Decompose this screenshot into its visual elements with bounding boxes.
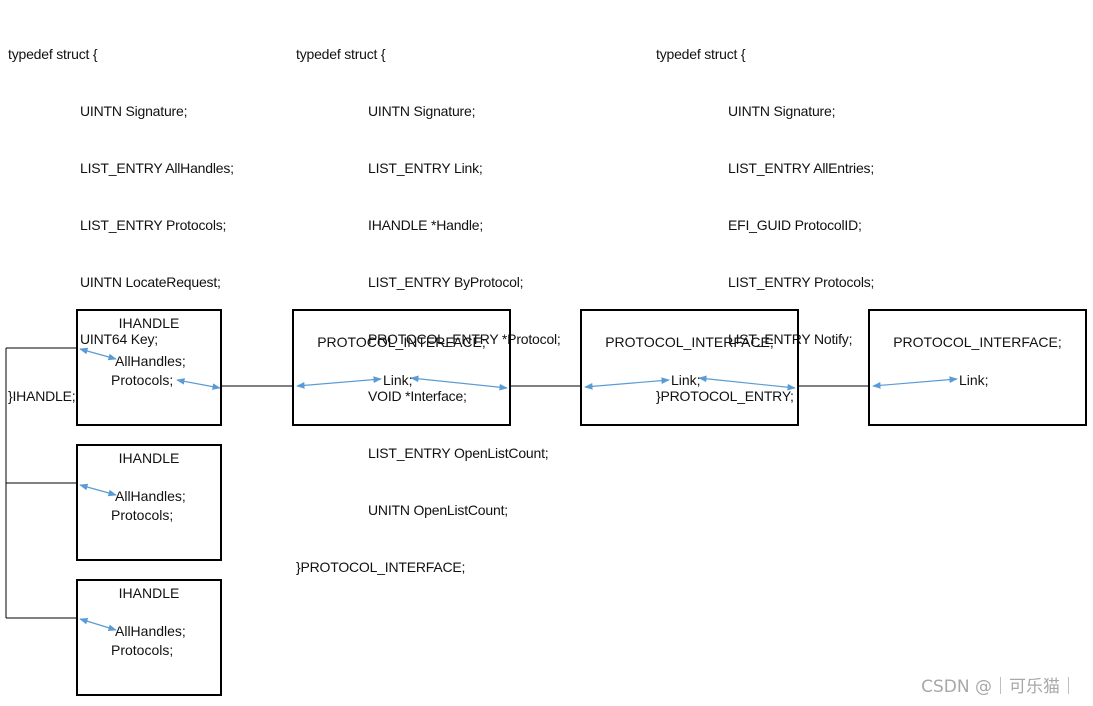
ihandle-box: IHANDLE AllHandles; Protocols; xyxy=(76,579,222,696)
struct-field: LIST_ENTRY AllEntries; xyxy=(728,160,875,176)
box-title: PROTOCOL_INTERFACE; xyxy=(893,334,1062,350)
box-title: IHANDLE xyxy=(118,450,180,466)
arrow-link-3-left xyxy=(872,376,958,389)
link-label: Link; xyxy=(383,372,413,388)
arrow-link-1-right xyxy=(410,375,508,391)
struct-field: UINTN Signature; xyxy=(80,103,188,119)
protocol-interface-struct-definition: typedef struct { UINTN Signature; LIST_E… xyxy=(296,7,561,596)
struct-field: PROTOCOL_ENTRY *Protocol; xyxy=(368,331,561,347)
struct-field: IHANDLE *Handle; xyxy=(368,217,484,233)
struct-close: }PROTOCOL_ENTRY; xyxy=(656,388,794,404)
struct-field: UINTN Signature; xyxy=(368,103,476,119)
box-title: IHANDLE xyxy=(118,315,180,331)
ihandle-struct-definition: typedef struct { UINTN Signature; LIST_E… xyxy=(8,7,234,425)
struct-close: }IHANDLE; xyxy=(8,388,76,404)
struct-field: LIST_ENTRY Protocols; xyxy=(80,217,227,233)
struct-field: UINTN LocateRequest; xyxy=(80,274,221,290)
protocol-interface-box: PROTOCOL_INTERFACE; Link; xyxy=(868,309,1087,426)
struct-field: UINTN Signature; xyxy=(728,103,836,119)
struct-field: LIST_ENTRY Link; xyxy=(368,160,483,176)
struct-close: }PROTOCOL_INTERFACE; xyxy=(296,559,466,575)
struct-field: LIST_ENTRY Notify; xyxy=(728,331,853,347)
protocols-label: Protocols; xyxy=(111,372,174,388)
arrow-allhandles-2 xyxy=(79,483,117,497)
protocol-interface-box: PROTOCOL_INTERFACE; Link; xyxy=(580,309,799,426)
box-title: IHANDLE xyxy=(118,585,180,601)
ihandle-box: IHANDLE AllHandles; Protocols; xyxy=(76,309,222,426)
csdn-watermark: CSDN @｜可乐猫｜ xyxy=(921,677,1077,697)
protocol-entry-struct-definition: typedef struct { UINTN Signature; LIST_E… xyxy=(656,7,874,425)
struct-field: VOID *Interface; xyxy=(368,388,467,404)
box-title: PROTOCOL_INTERFACE; xyxy=(317,334,486,350)
struct-field: LIST_ENTRY OpenListCount; xyxy=(368,445,549,461)
arrow-link-2-left xyxy=(584,377,670,390)
struct-field: LIST_ENTRY AllHandles; xyxy=(80,160,234,176)
allhandles-label: AllHandles; xyxy=(115,353,186,369)
box-title: PROTOCOL_INTERFACE; xyxy=(605,334,774,350)
struct-open: typedef struct { xyxy=(8,46,98,62)
allhandles-label: AllHandles; xyxy=(115,623,186,639)
protocols-label: Protocols; xyxy=(111,507,174,523)
ihandle-box: IHANDLE AllHandles; Protocols; xyxy=(76,444,222,561)
protocol-interface-box: PROTOCOL_INTERFACE; Link; xyxy=(292,309,511,426)
link-label: Link; xyxy=(959,372,989,388)
struct-field: EFI_GUID ProtocolID; xyxy=(728,217,862,233)
arrow-allhandles-3 xyxy=(79,617,117,632)
arrow-allhandles-1 xyxy=(79,347,117,361)
struct-field: UINT64 Key; xyxy=(80,331,158,347)
allhandles-label: AllHandles; xyxy=(115,488,186,504)
arrow-link-2-right xyxy=(698,375,796,391)
arrow-protocols-1 xyxy=(176,378,221,390)
link-label: Link; xyxy=(671,372,701,388)
struct-field: LIST_ENTRY ByProtocol; xyxy=(368,274,524,290)
struct-open: typedef struct { xyxy=(296,46,386,62)
protocols-label: Protocols; xyxy=(111,642,174,658)
struct-field: LIST_ENTRY Protocols; xyxy=(728,274,875,290)
arrow-link-1-left xyxy=(296,376,382,389)
struct-field: UNITN OpenListCount; xyxy=(368,502,508,518)
struct-open: typedef struct { xyxy=(656,46,746,62)
